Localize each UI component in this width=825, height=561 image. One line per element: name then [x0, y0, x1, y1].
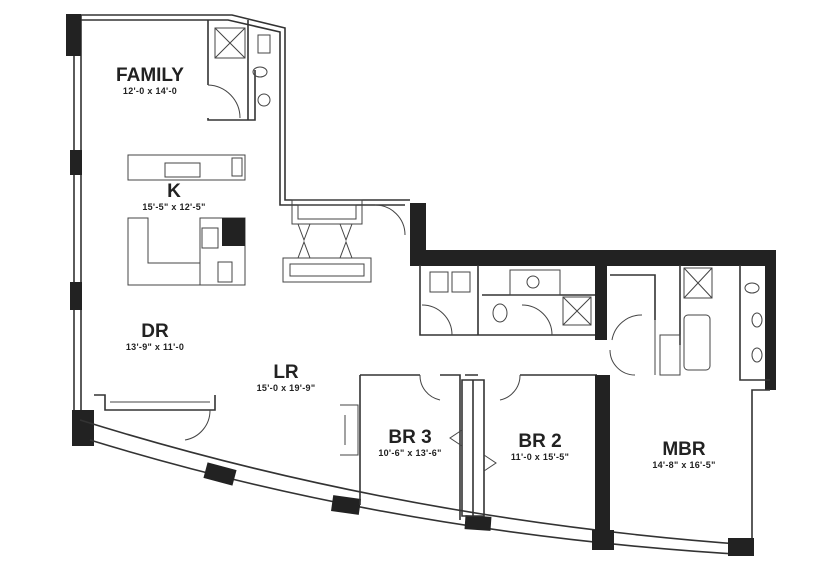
- room-dims: 10'-6" x 13'-6": [378, 448, 442, 458]
- room-name: BR 3: [388, 427, 432, 448]
- room-name: DR: [141, 321, 169, 342]
- room-dims: 12'-0 x 14'-0: [122, 86, 178, 96]
- room-dims: 15'-5" x 12'-5": [142, 202, 206, 212]
- room-dims: 11'-0 x 15'-5": [510, 452, 570, 462]
- room-name: BR 2: [518, 431, 562, 452]
- room-kitchen: K 15'-5" x 12'-5": [142, 181, 206, 213]
- room-dims: 13'-9" x 11'-0: [125, 342, 185, 352]
- room-name: K: [167, 181, 181, 202]
- room-name: LR: [273, 362, 299, 383]
- room-dims: 14'-8" x 16'-5": [652, 460, 716, 470]
- room-name: FAMILY: [116, 65, 184, 86]
- room-mbr: MBR 14'-8" x 16'-5": [652, 439, 716, 471]
- room-dining: DR 13'-9" x 11'-0: [125, 321, 185, 353]
- room-dims: 15'-0 x 19'-9": [256, 383, 316, 393]
- room-family: FAMILY 12'-0 x 14'-0: [116, 65, 184, 97]
- room-living: LR 15'-0 x 19'-9": [256, 362, 316, 394]
- interior-walls: [94, 20, 770, 550]
- room-br2: BR 2 11'-0 x 15'-5": [510, 431, 570, 463]
- room-name: MBR: [662, 439, 706, 460]
- room-br3: BR 3 10'-6" x 13'-6": [378, 427, 442, 459]
